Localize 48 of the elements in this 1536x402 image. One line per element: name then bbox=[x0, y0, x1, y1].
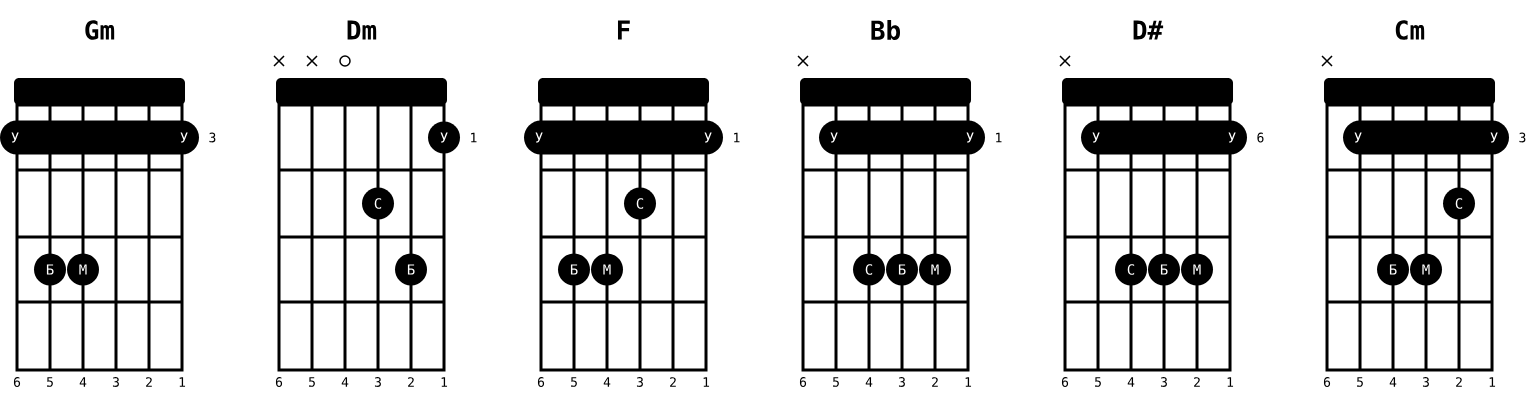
string-number: 6 bbox=[13, 377, 21, 387]
string-number: 2 bbox=[1456, 377, 1462, 387]
string-number: 2 bbox=[670, 377, 676, 387]
string-number: 5 bbox=[1357, 377, 1363, 387]
string-number: 3 bbox=[636, 377, 643, 387]
string-number: 2 bbox=[932, 377, 938, 387]
string-number: 6 bbox=[275, 377, 283, 387]
string-number: 1 bbox=[703, 377, 710, 387]
string-number: 6 bbox=[799, 377, 807, 387]
chord-name: F bbox=[618, 20, 630, 40]
string-number: 4 bbox=[1127, 377, 1135, 387]
string-number: 5 bbox=[309, 377, 315, 387]
chord-name: Gm bbox=[85, 20, 115, 40]
chord-name: Dm bbox=[347, 20, 377, 40]
chord-name: D# bbox=[1133, 20, 1164, 40]
string-number: 6 bbox=[1323, 377, 1331, 387]
fret-number: 6 bbox=[1257, 132, 1264, 143]
string-number: 5 bbox=[47, 377, 53, 387]
string-number: 2 bbox=[1194, 377, 1200, 387]
string-number: 5 bbox=[833, 377, 839, 387]
string-number: 6 bbox=[1061, 377, 1069, 387]
string-number: 1 bbox=[965, 377, 972, 387]
string-number: 1 bbox=[1227, 377, 1234, 387]
string-number: 4 bbox=[865, 377, 873, 387]
chord-name: Bb bbox=[871, 19, 900, 41]
string-number: 5 bbox=[1095, 377, 1101, 387]
fret-number: 3 bbox=[1519, 132, 1526, 143]
string-number: 3 bbox=[1160, 377, 1167, 387]
string-number: 1 bbox=[1489, 377, 1496, 387]
string-number: 4 bbox=[1389, 377, 1397, 387]
string-number: 1 bbox=[441, 377, 448, 387]
string-number: 4 bbox=[341, 377, 349, 387]
string-number: 1 bbox=[179, 377, 186, 387]
string-number: 2 bbox=[408, 377, 414, 387]
fret-number: 1 bbox=[996, 132, 1002, 143]
string-number: 3 bbox=[374, 377, 381, 387]
fret-number: 1 bbox=[734, 132, 740, 143]
string-number: 2 bbox=[146, 377, 152, 387]
fret-number: 1 bbox=[471, 132, 477, 143]
chord-name: Cm bbox=[1395, 20, 1425, 40]
string-number: 3 bbox=[112, 377, 119, 387]
string-number: 4 bbox=[603, 377, 611, 387]
string-number: 3 bbox=[1422, 377, 1429, 387]
string-number: 5 bbox=[571, 377, 577, 387]
string-number: 4 bbox=[79, 377, 87, 387]
fret-number: 3 bbox=[209, 132, 216, 143]
string-number: 3 bbox=[898, 377, 905, 387]
string-number: 6 bbox=[537, 377, 545, 387]
